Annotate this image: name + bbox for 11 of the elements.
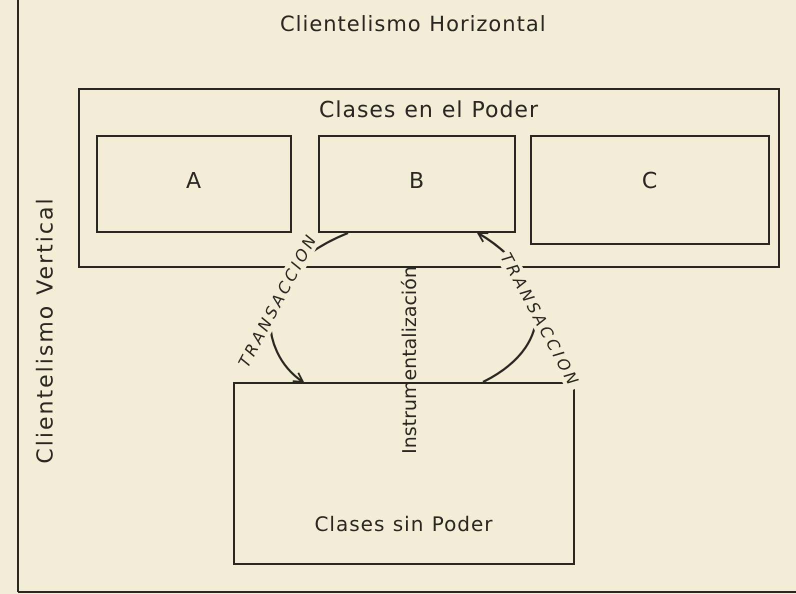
- axis-label: Instrumentalización: [399, 266, 421, 454]
- rectangle-box: [318, 135, 516, 233]
- rectangle-box: [96, 135, 292, 233]
- axis-label: Clientelismo Vertical: [34, 196, 58, 464]
- diagram-title: Clientelismo Horizontal: [280, 12, 547, 36]
- box-label: B: [408, 169, 426, 194]
- box-label: Clases sin Poder: [313, 512, 495, 536]
- box-label: A: [184, 169, 204, 194]
- box-label: Clases en el Poder: [318, 98, 540, 123]
- rectangle-box: [530, 135, 770, 245]
- box-label: C: [640, 169, 660, 194]
